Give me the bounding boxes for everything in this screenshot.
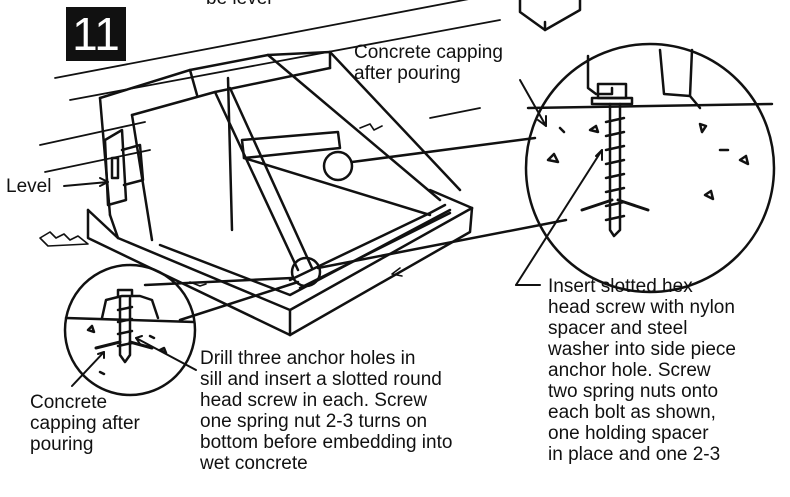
concrete-capping-left-label: Concrete capping after pouring (30, 392, 140, 455)
concrete-capping-top-label: Concrete capping after pouring (354, 42, 503, 84)
zoom-detail-sill (63, 263, 197, 397)
cut-off-box (518, 0, 582, 32)
sill-base (86, 188, 474, 337)
cut-off-label: be level (206, 0, 272, 9)
debris-marks (39, 123, 403, 287)
level-label: Level (6, 176, 52, 197)
step-number-badge: 11 (66, 7, 126, 61)
insert-instruction-text: Insert slotted hex head screw with nylon… (548, 276, 736, 465)
detail-marker-sill (290, 256, 322, 288)
wall-lines (39, 0, 501, 173)
zoom-detail-side (524, 42, 776, 294)
detail-marker-side (322, 150, 354, 182)
leader-lines (63, 79, 603, 387)
level-tool (103, 128, 145, 207)
drill-instruction-text: Drill three anchor holes in sill and ins… (200, 348, 453, 474)
